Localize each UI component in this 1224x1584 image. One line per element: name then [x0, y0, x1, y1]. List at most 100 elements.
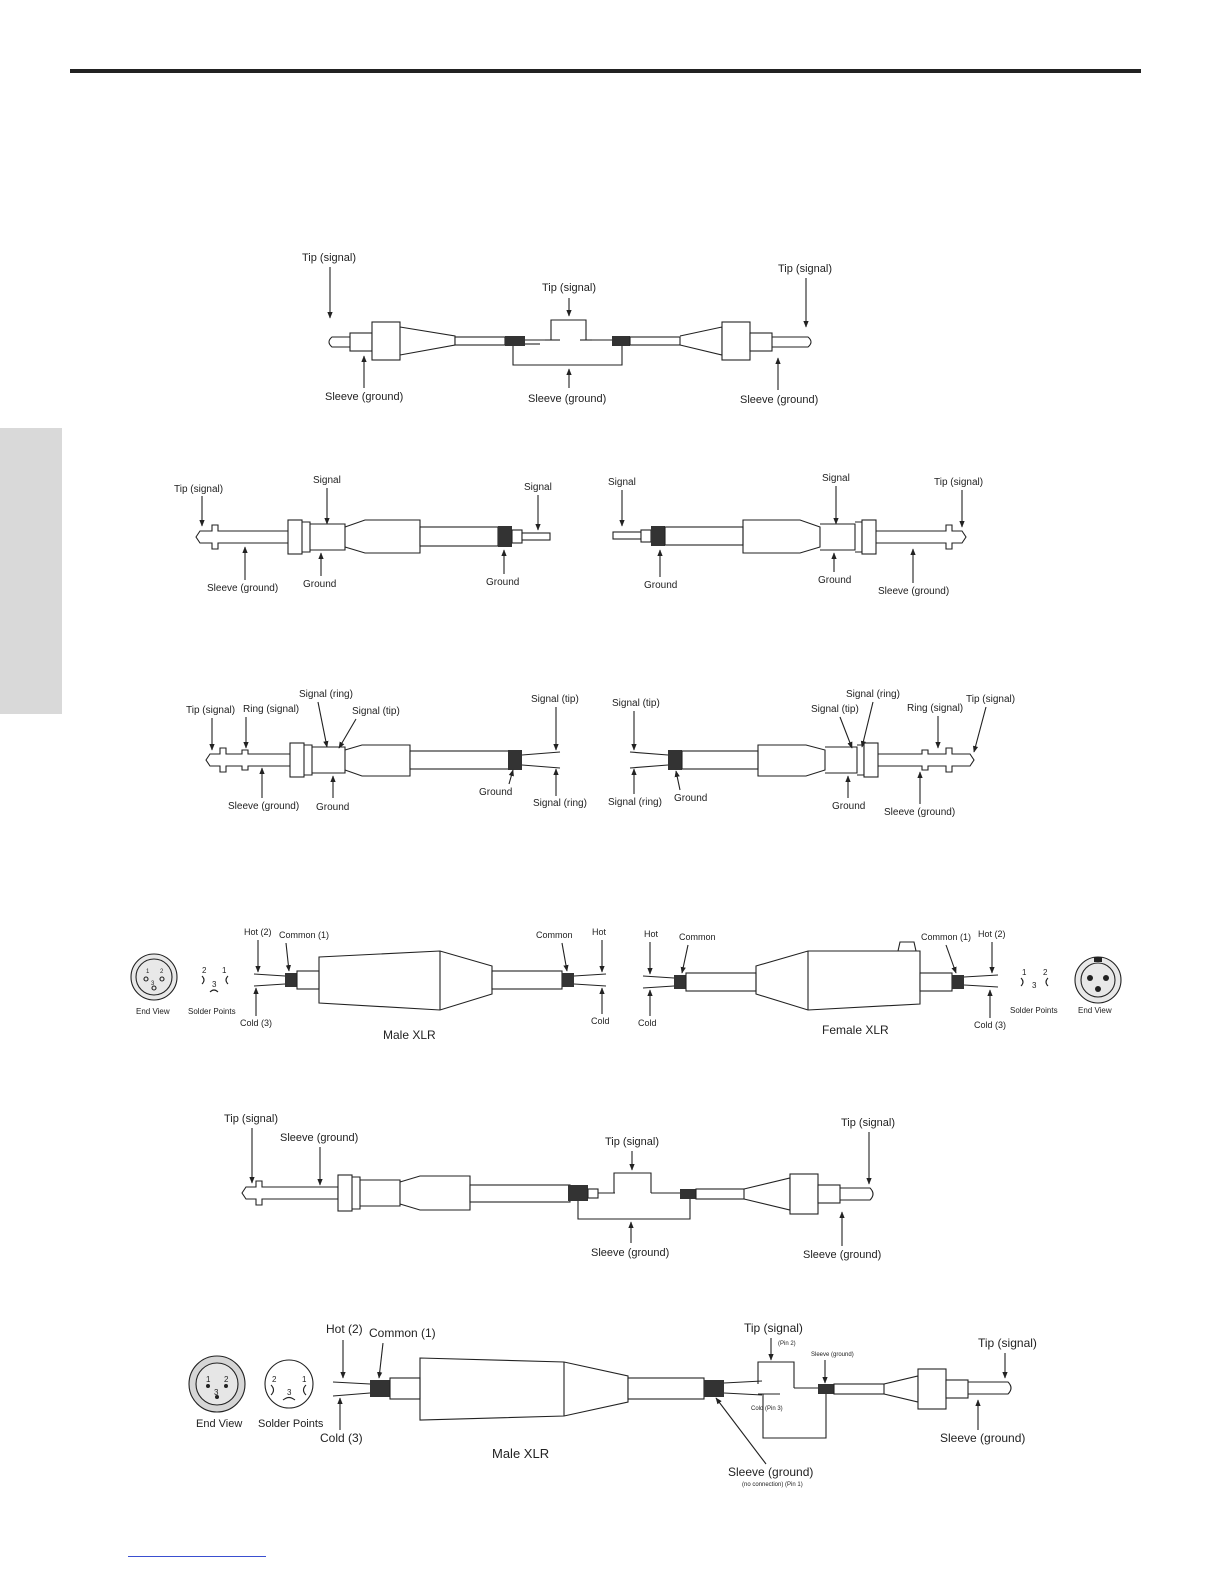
male-xlr-diagram: 1 2 3 End View 2 1 3 Solder Points Hot (…: [130, 927, 610, 1042]
xlr-to-rca-diagram: 1 2 3 End View 2 1 3 Solder Points Hot (…: [188, 1321, 1037, 1488]
side-section-tab: [0, 428, 62, 714]
label-sleeve-ground-left: Sleeve (ground): [325, 391, 403, 403]
label-signal-tip: Signal (tip): [811, 704, 859, 715]
label-tip-signal-left: Tip (signal): [224, 1113, 278, 1125]
label-cold-pin-3: Cold (Pin 3): [751, 1406, 783, 1412]
label-sleeve-ground: Sleeve (ground): [878, 586, 949, 597]
pin-1-label: 1: [206, 1375, 211, 1384]
label-common-1: Common (1): [369, 1326, 436, 1340]
label-signal-tip-start: Signal (tip): [612, 698, 660, 709]
label-signal-ring: Signal (ring): [299, 689, 353, 700]
label-solder-points: Solder Points: [258, 1418, 324, 1430]
stereo-quarter-inch-right: Signal (tip) Signal (ring) Signal (tip) …: [608, 689, 1015, 818]
label-sleeve-ground: Sleeve (ground): [207, 583, 278, 594]
label-male-xlr: Male XLR: [492, 1446, 549, 1461]
label-end-view: End View: [136, 1007, 170, 1016]
label-signal-ring: Signal (ring): [846, 689, 900, 700]
label-common-start: Common: [679, 932, 716, 942]
label-cold-3: Cold (3): [240, 1018, 272, 1028]
pin-1-label: 1: [146, 969, 150, 975]
label-ground: Ground: [818, 575, 851, 586]
label-ground-end: Ground: [479, 787, 512, 798]
label-tip-signal: Tip (signal): [934, 477, 983, 488]
label-no-connection-pin-1: (no connection) (Pin 1): [742, 1482, 803, 1488]
mono-quarter-inch-left: Tip (signal) Signal Signal Sleeve (groun…: [174, 475, 552, 594]
label-sleeve-ground: Sleeve (ground): [884, 807, 955, 818]
label-cold: Cold: [591, 1016, 610, 1026]
label-cold-3: Cold (3): [974, 1020, 1006, 1030]
label-tip-signal-right: Tip (signal): [978, 1336, 1037, 1350]
label-sleeve-ground-right: Sleeve (ground): [740, 394, 818, 406]
label-signal-ring-end: Signal (ring): [533, 798, 587, 809]
rca-to-rca-diagram: Tip (signal) Tip (signal) Tip (signal) S…: [302, 252, 832, 406]
label-female-xlr: Female XLR: [822, 1023, 889, 1037]
label-sleeve-ground-center: Sleeve (ground): [528, 393, 606, 405]
solder-pin-3: 3: [212, 980, 217, 989]
label-signal-tip: Signal (tip): [352, 706, 400, 717]
label-tip-signal: Tip (signal): [966, 694, 1015, 705]
label-tip-signal: Tip (signal): [186, 705, 235, 716]
label-common: Common: [536, 930, 573, 940]
label-sleeve-ground-right: Sleeve (ground): [803, 1249, 881, 1261]
footer-link-underline[interactable]: [128, 1556, 266, 1557]
label-ground: Ground: [316, 802, 349, 813]
label-hot-2: Hot (2): [326, 1322, 363, 1336]
label-solder-points: Solder Points: [1010, 1006, 1058, 1015]
label-tip-signal: Tip (signal): [174, 484, 223, 495]
label-common-1: Common (1): [279, 930, 329, 940]
solder-pin-2: 2: [1043, 968, 1048, 977]
label-signal: Signal: [313, 475, 341, 486]
label-signal-ring-start: Signal (ring): [608, 797, 662, 808]
label-tip-signal-center: Tip (signal): [605, 1136, 659, 1148]
label-sleeve-ground-right: Sleeve (ground): [940, 1431, 1025, 1445]
solder-pin-1: 1: [1022, 968, 1027, 977]
label-signal: Signal: [822, 473, 850, 484]
label-pin-2: (Pin 2): [778, 1341, 796, 1347]
label-end-view: End View: [196, 1418, 242, 1430]
label-tip-signal-center: Tip (signal): [542, 282, 596, 294]
label-ground-start: Ground: [674, 793, 707, 804]
label-cold-3: Cold (3): [320, 1431, 363, 1445]
label-male-xlr: Male XLR: [383, 1028, 436, 1042]
solder-pin-1: 1: [222, 966, 227, 975]
label-sleeve-ground-xlr: Sleeve (ground): [728, 1465, 813, 1479]
label-tip-signal-right: Tip (signal): [841, 1117, 895, 1129]
solder-pin-2: 2: [272, 1375, 277, 1384]
label-common-1: Common (1): [921, 932, 971, 942]
stereo-quarter-inch-left: Tip (signal) Ring (signal) Signal (ring)…: [186, 689, 587, 813]
label-tip-signal-right: Tip (signal): [778, 263, 832, 275]
solder-pin-3: 3: [287, 1388, 292, 1397]
label-sleeve-ground-center: Sleeve (ground): [591, 1247, 669, 1259]
pin-2-label: 2: [224, 1375, 229, 1384]
mono-quarter-inch-right: Signal Signal Tip (signal) Ground Ground…: [608, 473, 983, 597]
label-sleeve-ground-left: Sleeve (ground): [280, 1132, 358, 1144]
solder-pin-2: 2: [202, 966, 207, 975]
solder-pin-3: 3: [1032, 981, 1037, 990]
pin-2-label: 2: [160, 969, 164, 975]
header-rule: [70, 69, 1141, 73]
label-signal-start: Signal: [608, 477, 636, 488]
label-ground-end: Ground: [486, 577, 519, 588]
label-hot-2: Hot (2): [244, 927, 272, 937]
label-ring-signal: Ring (signal): [243, 704, 299, 715]
female-xlr-diagram: Hot Common Cold Common (1) Hot (2) Cold …: [638, 929, 1122, 1037]
label-signal-end: Signal: [524, 482, 552, 493]
label-ground: Ground: [832, 801, 865, 812]
label-cold-start: Cold: [638, 1018, 657, 1028]
label-ring-signal: Ring (signal): [907, 703, 963, 714]
label-solder-points: Solder Points: [188, 1007, 236, 1016]
pin-3-label: 3: [214, 1388, 219, 1397]
label-hot-2: Hot (2): [978, 929, 1006, 939]
label-signal-tip-end: Signal (tip): [531, 694, 579, 705]
label-tip-signal-left: Tip (signal): [302, 252, 356, 264]
label-end-view: End View: [1078, 1006, 1112, 1015]
label-hot: Hot: [592, 927, 607, 937]
quarter-inch-to-rca-diagram: Tip (signal) Sleeve (ground) Tip (signal…: [224, 1113, 895, 1261]
solder-pin-1: 1: [302, 1375, 307, 1384]
label-sleeve-ground-small: Sleeve (ground): [811, 1352, 854, 1358]
pin-3-label: 3: [151, 981, 155, 987]
label-hot-start: Hot: [644, 929, 659, 939]
label-sleeve-ground: Sleeve (ground): [228, 801, 299, 812]
label-ground: Ground: [303, 579, 336, 590]
